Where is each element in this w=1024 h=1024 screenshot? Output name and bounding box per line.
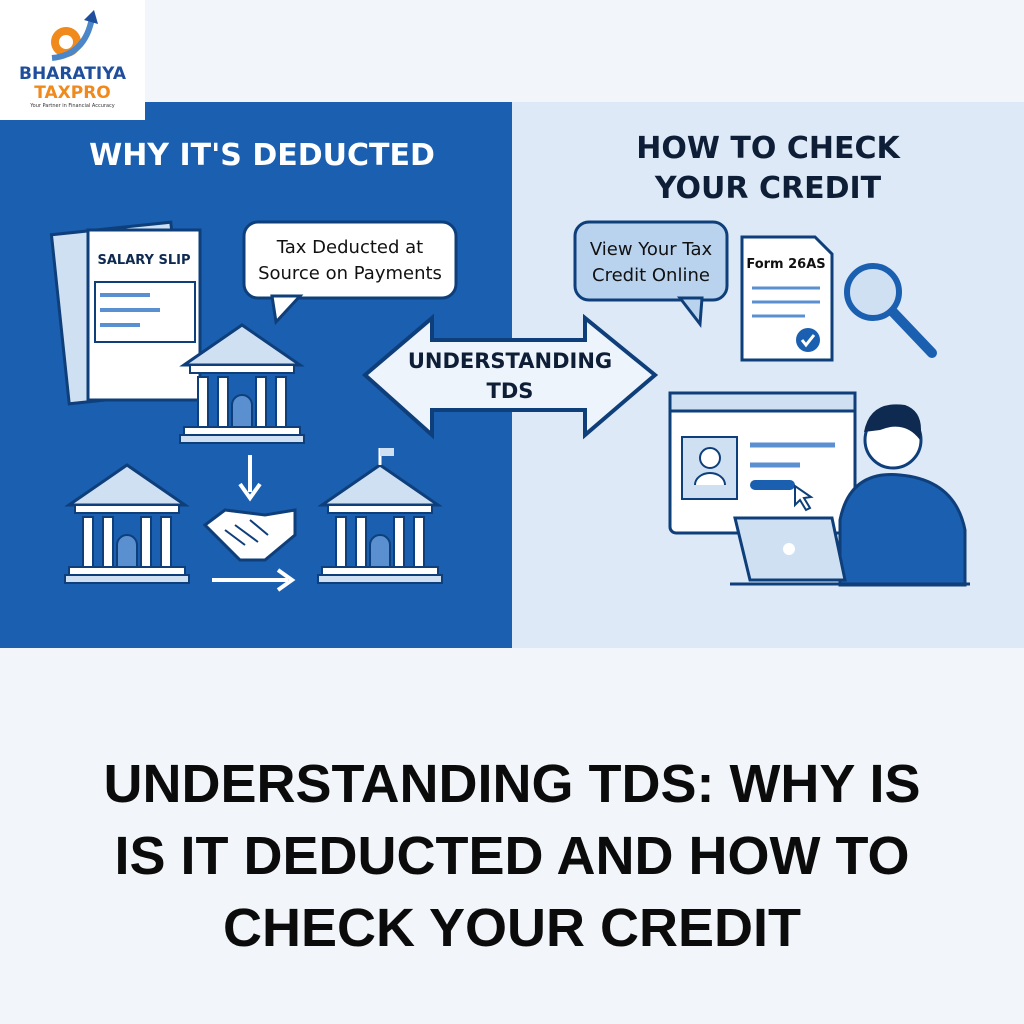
salary-slip-label: SALARY SLIP — [97, 253, 190, 268]
logo-line1: BHARATIYA — [18, 64, 127, 84]
view-credit-bubble: View Your Tax Credit Online — [573, 220, 729, 329]
magnifier-icon — [844, 263, 937, 358]
bharatiya-taxpro-logo: BHARATIYA TAXPRO Your Partner in Financi… — [0, 0, 145, 120]
right-arrow-icon — [212, 568, 296, 592]
title-line-3: CHECK YOUR CREDIT — [222, 898, 802, 958]
bubble-text-3: View Your Tax — [590, 239, 713, 260]
logo-line2: TAXPRO — [34, 83, 111, 103]
person-at-laptop-icon — [730, 404, 970, 587]
government-building-icon — [316, 463, 444, 585]
title-line-2: IS IT DEDUCTED AND HOW TO — [114, 826, 910, 886]
left-heading: WHY IT'S DEDUCTED — [89, 138, 435, 173]
bubble-text-1: Tax Deducted at — [276, 237, 423, 258]
bubble-text-4: Credit Online — [592, 265, 710, 286]
down-arrow-icon — [238, 455, 262, 502]
salary-slip-icon: SALARY SLIP — [49, 220, 202, 406]
right-heading-1: HOW TO CHECK — [636, 131, 901, 166]
logo-emblem-icon — [51, 10, 98, 61]
browser-window-icon — [668, 391, 857, 535]
page-title: UNDERSTANDING TDS: WHY IS IS IT DEDUCTED… — [40, 748, 984, 964]
right-heading-2: YOUR CREDIT — [654, 171, 882, 206]
arrow-text-1: UNDERSTANDING — [408, 349, 612, 373]
logo-tagline: Your Partner in Financial Accuracy — [30, 103, 115, 109]
understanding-tds-arrow: UNDERSTANDING TDS — [361, 313, 659, 440]
arrow-text-2: TDS — [487, 379, 534, 403]
handshake-icon — [202, 508, 297, 562]
bubble-text-2: Source on Payments — [258, 263, 442, 284]
form-26as-document-icon: Form 26AS — [740, 235, 834, 362]
title-line-1: UNDERSTANDING TDS: WHY IS — [103, 754, 921, 814]
form-label: Form 26AS — [746, 257, 825, 272]
tax-deducted-bubble: Tax Deducted at Source on Payments — [242, 220, 458, 326]
bank-icon — [63, 463, 191, 585]
